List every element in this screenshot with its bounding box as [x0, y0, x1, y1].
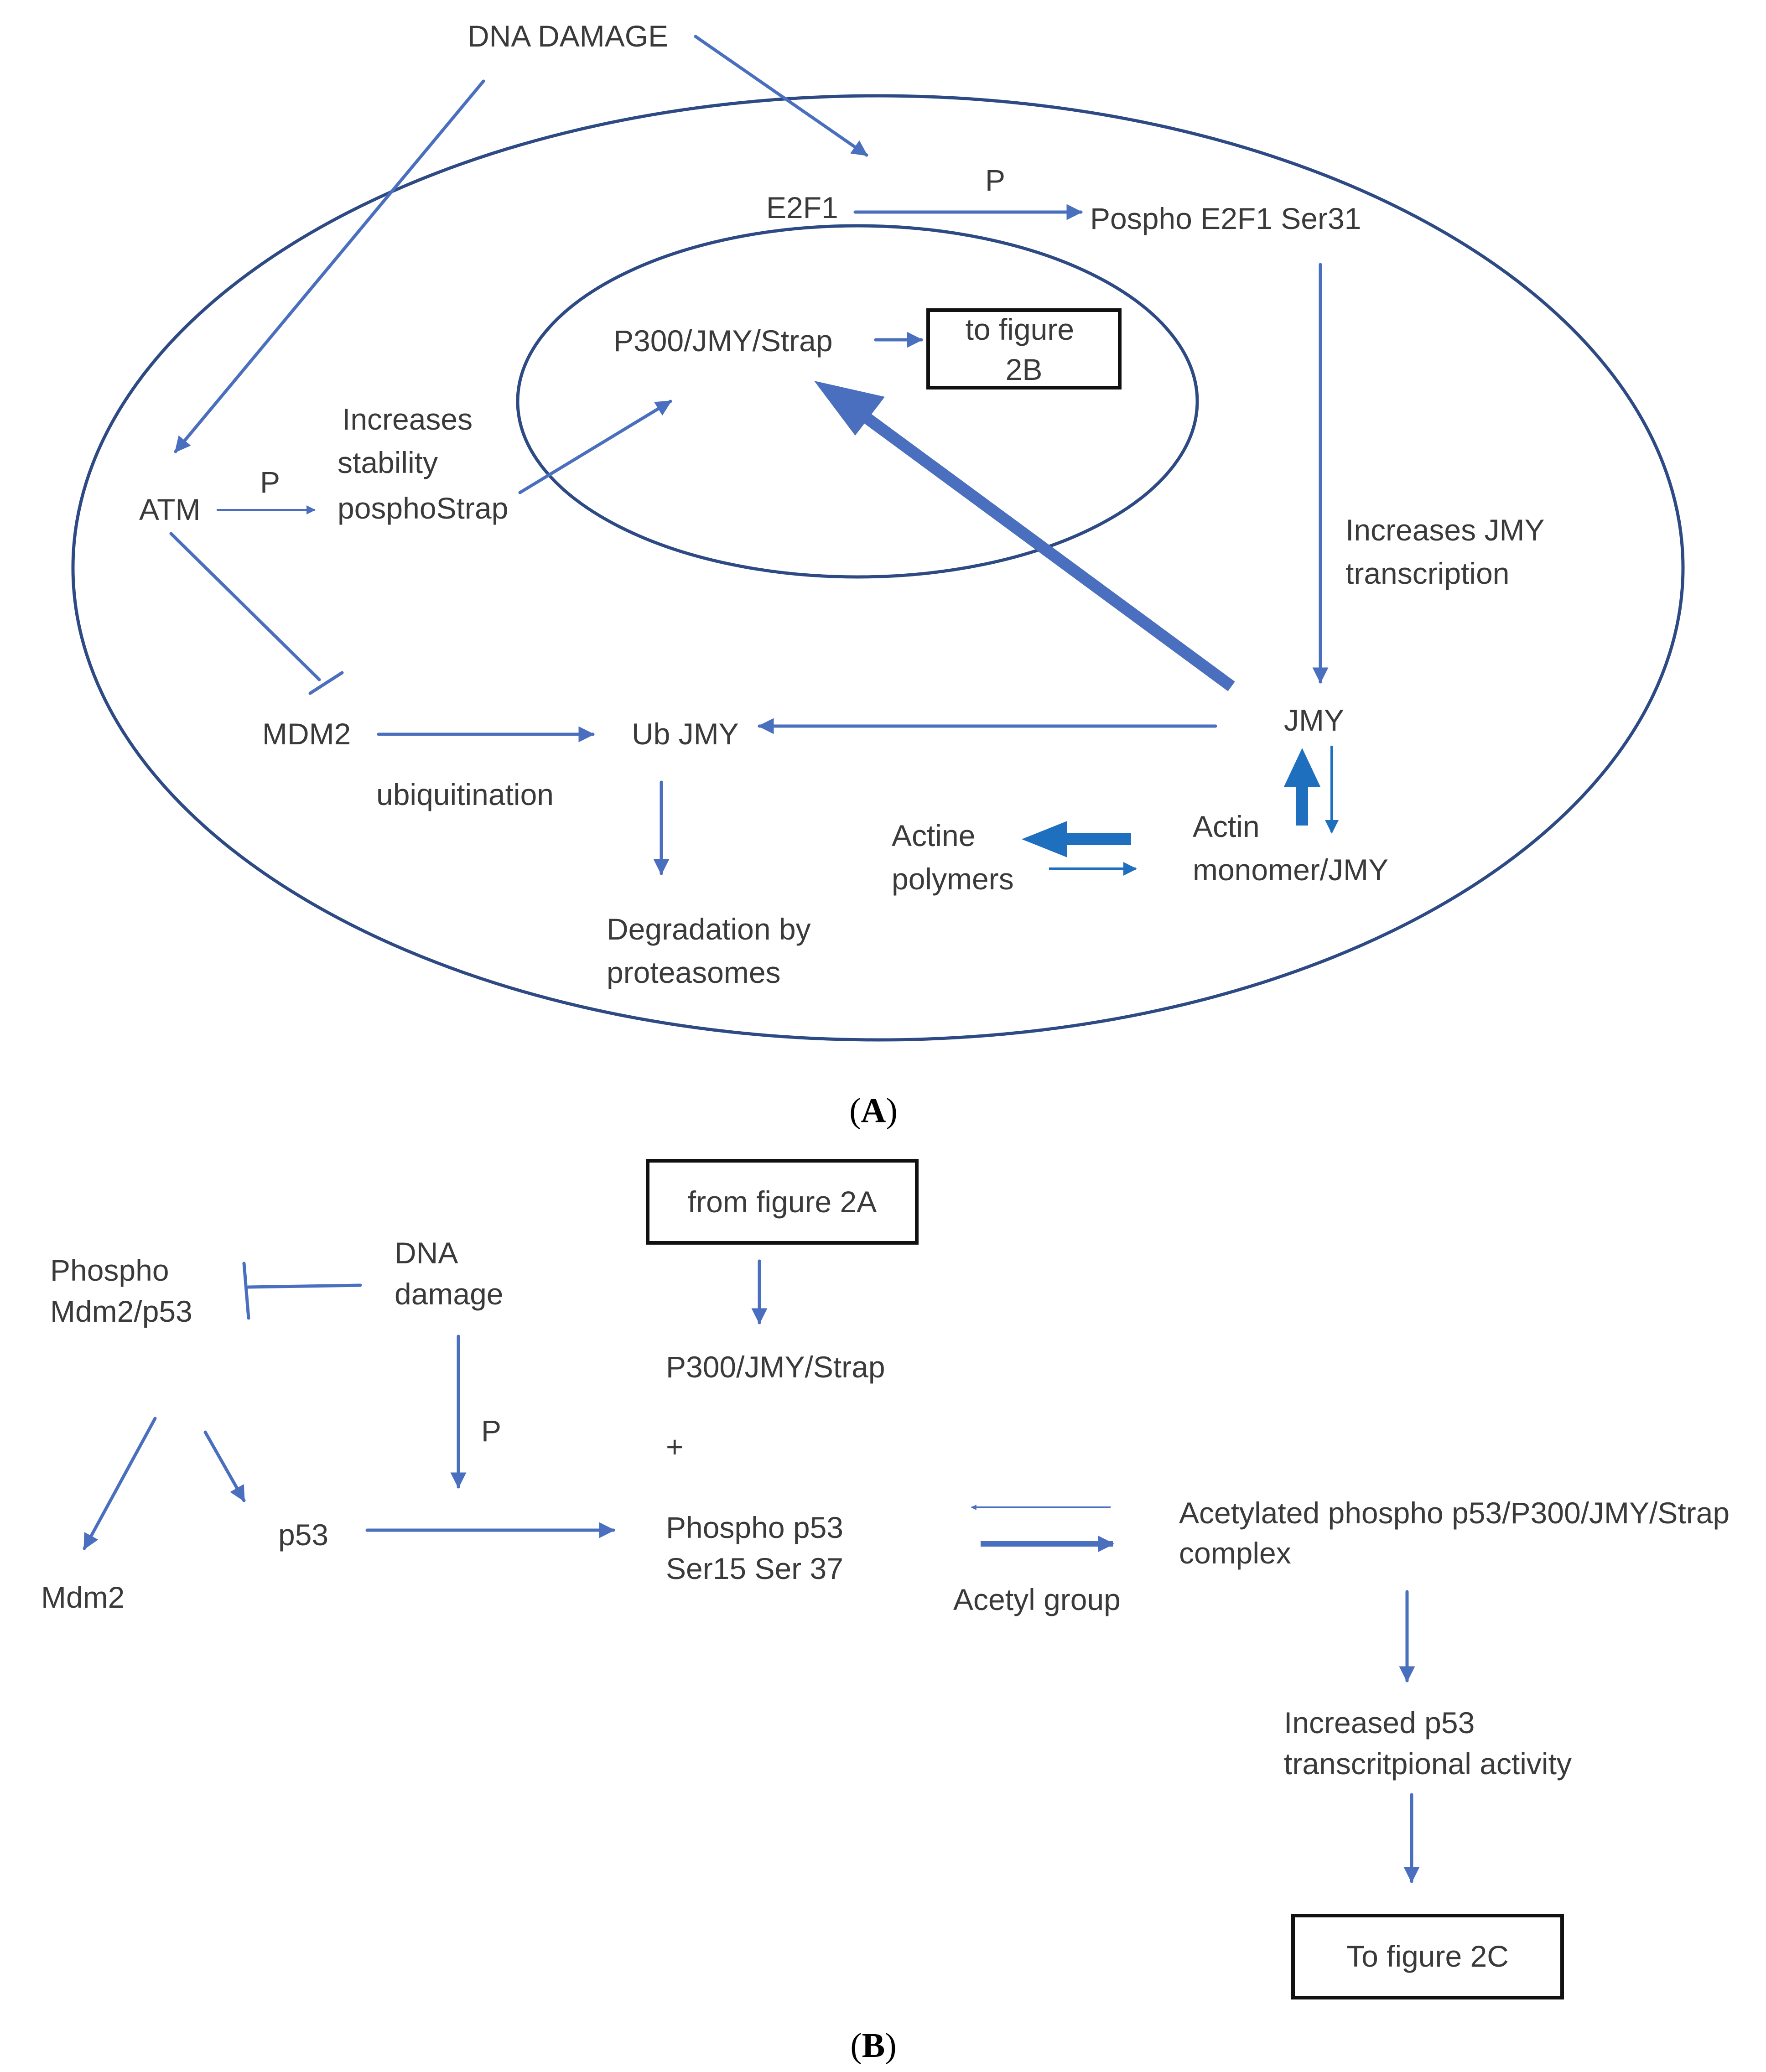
- plus-sign: +: [666, 1430, 684, 1464]
- arrow-to-p53: [203, 1430, 246, 1502]
- dna-damage-b-label: DNA damage: [395, 1236, 504, 1311]
- to-figure-2b-label: to figure 2B: [966, 312, 1083, 386]
- actine-polymers-label: Actine polymers: [892, 819, 1014, 896]
- phosphorylation-p-label: P: [985, 163, 1005, 197]
- cell-membrane: [71, 94, 1685, 1042]
- panel-b: from figure 2A P300/JMY/Strap + Phospho …: [41, 1159, 1738, 2065]
- to-figure-2c-label: To figure 2C: [1346, 1939, 1509, 1973]
- jmy-label: JMY: [1284, 703, 1344, 737]
- mdm2-label: MDM2: [262, 717, 351, 751]
- caption-a: (A): [849, 1091, 898, 1130]
- thick-arrow-head: [814, 381, 885, 436]
- inhibition-bar-b: [242, 1262, 250, 1320]
- p300-jmy-strap-b-label: P300/JMY/Strap: [666, 1350, 885, 1384]
- inhibition-bar: [308, 671, 344, 695]
- inhibition-dna-damage-to-mdm2: [247, 1283, 362, 1289]
- p300-jmy-strap-label: P300/JMY/Strap: [613, 324, 833, 358]
- p-label-b: P: [481, 1414, 501, 1448]
- from-figure-2a-box: [646, 1159, 919, 1245]
- phospho-e2f1-label: Pospho E2F1 Ser31: [1090, 202, 1361, 235]
- p53-label: p53: [278, 1518, 328, 1552]
- arrow-dna-damage-to-e2f1: [694, 35, 868, 157]
- e2f1-label: E2F1: [766, 191, 838, 224]
- caption-b: (B): [850, 2026, 896, 2065]
- to-figure-2c-box: [1291, 1914, 1564, 1999]
- dna-damage-label: DNA DAMAGE: [467, 19, 668, 53]
- atm-p-label: P: [260, 465, 280, 499]
- increases-stability-label: Increases stability posphoStrap: [338, 402, 508, 525]
- arrow-strap-to-complex: [518, 400, 672, 494]
- panel-a: DNA DAMAGE E2F1 P Pospho E2F1 Ser31 Incr…: [71, 19, 1685, 1130]
- degradation-label: Degradation by proteasomes: [607, 912, 819, 989]
- arrow-to-mdm2: [83, 1417, 157, 1550]
- atm-label: ATM: [139, 493, 200, 526]
- thick-arrow-actin-to-jmy-head: [1284, 748, 1320, 787]
- acetylated-complex-label: Acetylated phospho p53/P300/JMY/Strap co…: [1179, 1496, 1738, 1570]
- ubiquitination-label: ubiquitination: [376, 778, 554, 811]
- phospho-mdm2-p53-label: Phospho Mdm2/p53: [50, 1253, 192, 1328]
- phospho-p53-label: Phospho p53 Ser15 Ser 37: [666, 1511, 852, 1585]
- from-figure-2a-label: from figure 2A: [688, 1185, 877, 1219]
- to-figure-2b-box: [926, 308, 1122, 389]
- acetyl-group-label: Acetyl group: [953, 1583, 1121, 1616]
- jmy-transcription-label: Increases JMY transcription: [1345, 513, 1553, 590]
- increased-activity-label: Increased p53 transcritpional activity: [1284, 1706, 1572, 1781]
- thick-arrow-to-polymers-head: [1022, 821, 1067, 857]
- arrow-dna-damage-to-atm: [174, 79, 485, 453]
- nucleus: [516, 224, 1199, 579]
- actin-monomer-label: Actin monomer/JMY: [1193, 810, 1388, 887]
- inhibition-atm-to-mdm2: [169, 532, 321, 681]
- mdm2-b-label: Mdm2: [41, 1580, 125, 1614]
- thick-arrow-jmy-to-complex: [856, 408, 1235, 691]
- ub-jmy-label: Ub JMY: [632, 717, 739, 751]
